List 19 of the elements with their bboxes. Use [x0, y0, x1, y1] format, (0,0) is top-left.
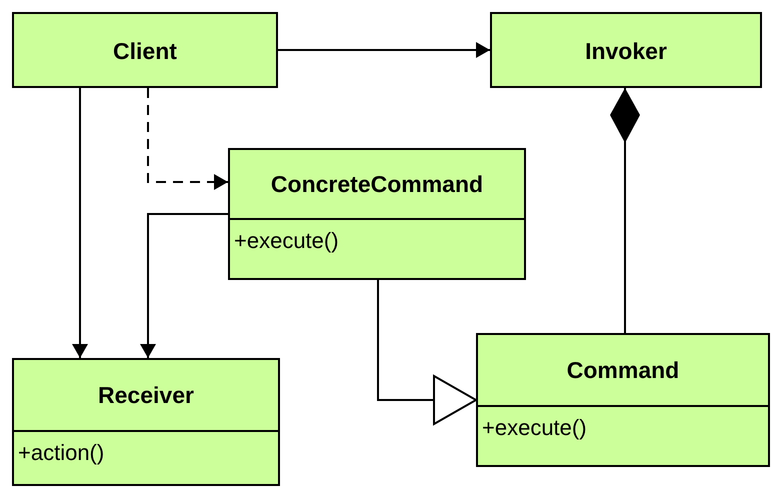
class-name: Receiver: [98, 380, 194, 410]
dependency-arrow: [147, 88, 228, 190]
association-arrow: [140, 213, 228, 358]
association-arrow: [278, 42, 490, 58]
association-arrow: [72, 88, 88, 358]
class-name: Command: [566, 356, 680, 385]
method-text: +execute(): [234, 228, 339, 253]
class-name: Client: [113, 36, 177, 66]
composition-line: [610, 88, 640, 333]
class-box: [476, 333, 770, 467]
class-box: [12, 12, 278, 88]
method-text: +execute(): [482, 415, 587, 440]
class-box: [228, 148, 526, 280]
inheritance-arrow: [377, 280, 477, 425]
class-box: [490, 12, 762, 88]
class-name: Invoker: [585, 36, 667, 66]
method-text: +action(): [18, 440, 104, 465]
class-box: [12, 358, 280, 486]
class-name: ConcreteCommand: [270, 170, 484, 199]
